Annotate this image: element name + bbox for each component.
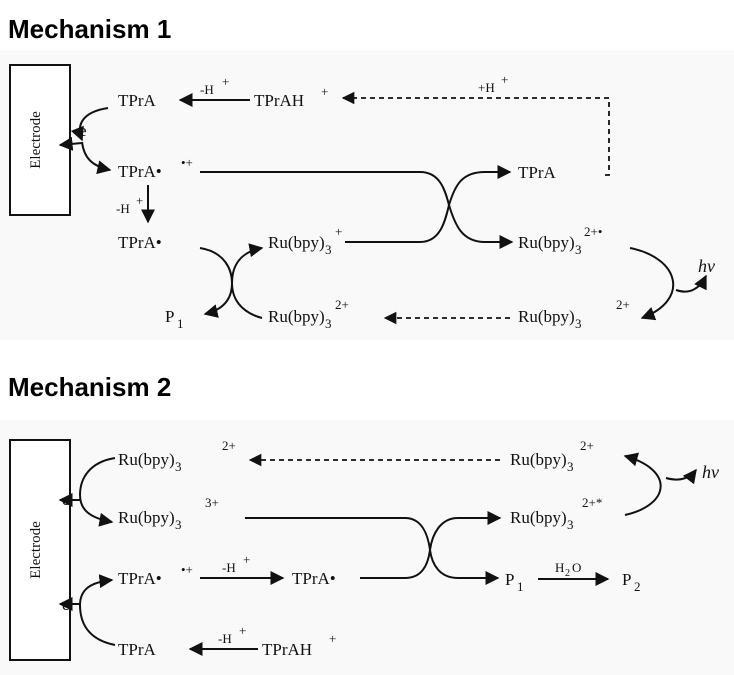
mechanism-2-panel xyxy=(0,420,734,675)
minus-h-2-sup: + xyxy=(243,552,250,567)
p1-label: P xyxy=(165,307,174,326)
ru2-to-ru-plus-arc xyxy=(230,243,264,319)
tpra-right: TPrA xyxy=(518,163,557,182)
mechanism-1-scheme: Electrode e TPrA -H + TPrAH + +H + TPrA•… xyxy=(9,64,715,331)
radical-cation-sup: •+ xyxy=(181,155,193,170)
minus-h-down-sup: + xyxy=(136,193,143,208)
minus-h-top-sup: + xyxy=(222,74,229,89)
electrode-label: Electrode xyxy=(28,111,44,169)
ru2-top-right-sub: 3 xyxy=(567,459,574,474)
ru-excited-2-sub: 3 xyxy=(567,517,574,532)
p1-label-2: P xyxy=(505,570,514,589)
h2o-o: O xyxy=(572,560,581,575)
minus-h-down: -H xyxy=(116,201,130,216)
p1-sub-2: 1 xyxy=(517,579,524,594)
tprah-sup: + xyxy=(321,84,328,99)
electrode-box-2 xyxy=(9,439,71,661)
photon-arrow-2 xyxy=(665,468,697,485)
ru2-left-label: Ru(bpy) xyxy=(268,307,325,326)
ru2-top-left-sub: 3 xyxy=(175,459,182,474)
ru3-sup: 3+ xyxy=(205,495,219,510)
ru3-label: Ru(bpy) xyxy=(118,508,175,527)
ru-plus-label: Ru(bpy) xyxy=(268,233,325,252)
ru-excited-2-sup: 2+* xyxy=(582,495,602,510)
cross-to-tpra-right xyxy=(448,165,512,206)
radical-to-p1-arc xyxy=(199,247,234,318)
cross-to-ru-excited xyxy=(448,204,514,249)
ru-excited-sup: 2+• xyxy=(584,224,602,239)
p1-sub: 1 xyxy=(177,316,184,331)
protonation-dashed-arrow xyxy=(341,91,610,176)
ru2-top-right-sup: 2+ xyxy=(580,438,594,453)
ru2-top-left: Ru(bpy) xyxy=(118,450,175,469)
tpra-top: TPrA xyxy=(118,91,157,110)
hv-label: hv xyxy=(698,256,715,276)
tpra-radical: TPrA• xyxy=(118,233,162,252)
emission-arc-2 xyxy=(623,452,662,516)
minus-h-top: -H xyxy=(200,82,214,97)
h2o-sub: 2 xyxy=(565,568,570,579)
minus-h-2: -H xyxy=(222,560,236,575)
ru2-left-sub: 3 xyxy=(325,316,332,331)
radcat-to-cross xyxy=(200,171,450,206)
ru3-to-cross xyxy=(245,517,431,551)
ru3-sub: 3 xyxy=(175,517,182,532)
tprah-bottom: TPrAH xyxy=(262,640,312,659)
oxidation-arc xyxy=(70,107,109,142)
plus-h-label: +H xyxy=(478,80,495,95)
ru2-right-sub: 3 xyxy=(575,316,582,331)
tpra-bottom: TPrA xyxy=(118,640,157,659)
tprah-label: TPrAH xyxy=(254,91,304,110)
plus-h-sup: + xyxy=(501,72,508,87)
cross-to-p1 xyxy=(429,549,500,585)
ru-excited-sub: 3 xyxy=(575,242,582,257)
mechanism-2-title: Mechanism 2 xyxy=(8,372,172,402)
tpra-oxidation-arc-in xyxy=(79,604,116,646)
photon-arrow xyxy=(675,274,707,293)
ru-excited-label: Ru(bpy) xyxy=(518,233,575,252)
ru2-right-label: Ru(bpy) xyxy=(518,307,575,326)
tpra-radcat-2-sup: •+ xyxy=(181,562,193,577)
mechanism-1-title: Mechanism 1 xyxy=(8,14,172,44)
ru2-left-sup: 2+ xyxy=(335,297,349,312)
ru2-top-right: Ru(bpy) xyxy=(510,450,567,469)
tpra-radical-cation: TPrA• xyxy=(118,162,162,181)
hv-label-2: hv xyxy=(702,462,719,482)
tpra-radical-2: TPrA• xyxy=(292,569,336,588)
minus-h-bottom-sup: + xyxy=(239,623,246,638)
ru-plus-sup: + xyxy=(335,224,342,239)
h2o-h: H xyxy=(555,560,564,575)
electron-transfer-arc xyxy=(81,141,112,175)
p2-label: P xyxy=(622,570,631,589)
tpra-radcat-2: TPrA• xyxy=(118,569,162,588)
tprah-bottom-sup: + xyxy=(329,631,336,646)
electron-arrow xyxy=(58,136,83,151)
ru2-right-sup: 2+ xyxy=(616,297,630,312)
electrode-label-2: Electrode xyxy=(28,521,44,579)
ru-oxidation-arc-in xyxy=(79,457,116,496)
mechanism-1-panel xyxy=(0,50,734,340)
ru2-top-left-sup: 2+ xyxy=(222,438,236,453)
minus-h-bottom: -H xyxy=(218,631,232,646)
ru-excited-2: Ru(bpy) xyxy=(510,508,567,527)
ru-plus-sub: 3 xyxy=(325,242,332,257)
radical-to-cross xyxy=(360,549,431,579)
ru-plus-to-cross xyxy=(345,204,450,243)
cross-to-ru-excited-2 xyxy=(429,511,502,551)
emission-arc xyxy=(629,247,675,321)
ru-oxidation-arc-out xyxy=(79,494,114,527)
tpra-oxidation-arc-out xyxy=(79,574,114,606)
p2-sub: 2 xyxy=(634,579,641,594)
mechanism-2-scheme: Electrode e Ru(bpy) 3 2+ Ru(bpy) 3 2+ Ru… xyxy=(9,438,719,661)
